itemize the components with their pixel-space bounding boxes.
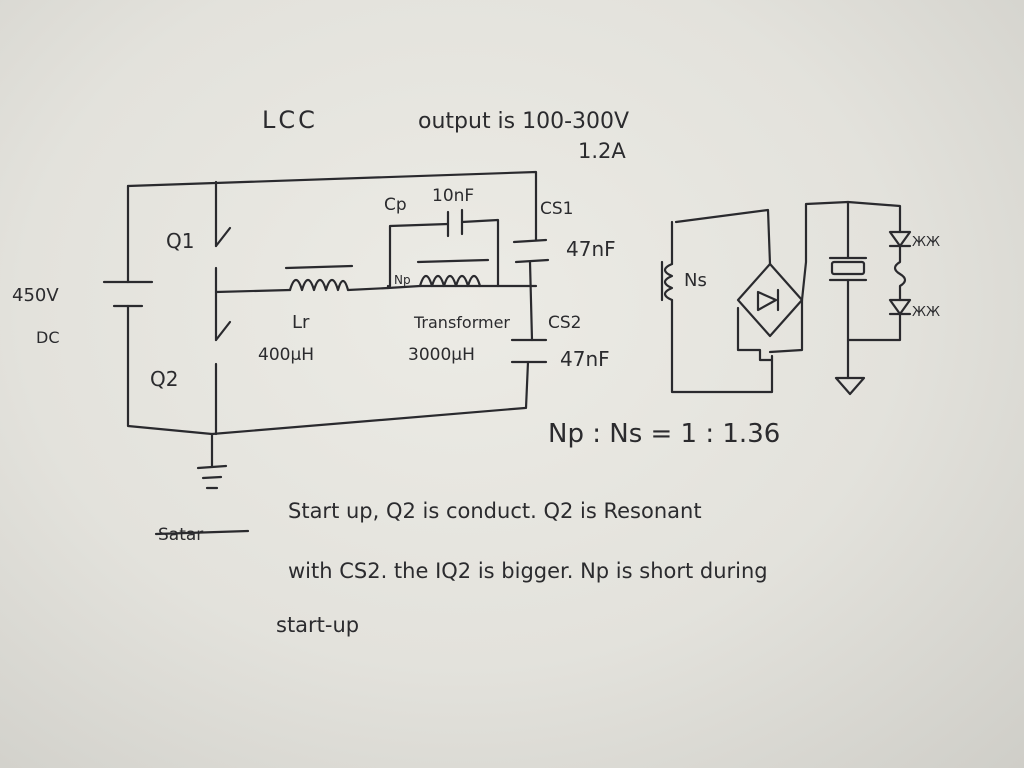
comment-line-2: with CS2. the IQ2 is bigger. Np is short…	[288, 559, 768, 583]
lr-label: Lr	[292, 312, 310, 333]
comment-line-1: Start up, Q2 is conduct. Q2 is Resonant	[288, 499, 702, 523]
q2-label: Q2	[150, 367, 178, 391]
bridge-rectifier-symbol	[736, 262, 804, 338]
primary-winding-symbol	[416, 258, 490, 288]
output-ground-symbol	[834, 376, 866, 396]
np-label: Np	[394, 273, 411, 287]
dc-source-symbol	[102, 280, 154, 308]
cs1-label: CS1	[540, 199, 573, 219]
cs2-value: 47nF	[560, 347, 610, 371]
transformer-value: 3000μH	[408, 345, 475, 365]
q1-switch-symbol	[214, 226, 232, 248]
comment-line-3: start-up	[276, 613, 359, 637]
output-capacitor-symbol	[828, 256, 868, 282]
q2-switch-symbol	[214, 320, 232, 342]
lr-value: 400μH	[258, 345, 314, 365]
half-bridge-wiring	[126, 170, 538, 490]
struck-word: Satar	[158, 525, 203, 545]
cp-capacitor-symbol	[446, 208, 464, 238]
led-label-bottom: ЖЖ	[912, 305, 940, 320]
output-voltage-note: output is 100-300V	[418, 109, 629, 134]
led-string-symbol	[888, 230, 912, 316]
topology-label: LCC	[262, 106, 318, 134]
cs1-capacitor-symbol	[512, 238, 550, 264]
cp-label: Cp	[384, 195, 407, 215]
ns-label: Ns	[684, 270, 707, 291]
output-current-note: 1.2A	[578, 139, 626, 163]
dc-source-type: DC	[36, 328, 60, 347]
cs2-label: CS2	[548, 313, 581, 333]
strikethrough-line	[154, 529, 250, 536]
cs1-value: 47nF	[566, 237, 616, 261]
cp-value: 10nF	[432, 186, 474, 206]
transformer-label: Transformer	[413, 313, 510, 332]
secondary-wiring	[670, 200, 902, 394]
lr-inductor-symbol	[284, 264, 354, 292]
ns-winding-symbol	[660, 260, 674, 302]
cs2-capacitor-symbol	[510, 338, 548, 364]
led-label-top: ЖЖ	[912, 235, 940, 250]
q1-label: Q1	[166, 229, 194, 253]
dc-source-voltage: 450V	[12, 285, 59, 306]
turns-ratio: Np : Ns = 1 : 1.36	[548, 419, 780, 449]
